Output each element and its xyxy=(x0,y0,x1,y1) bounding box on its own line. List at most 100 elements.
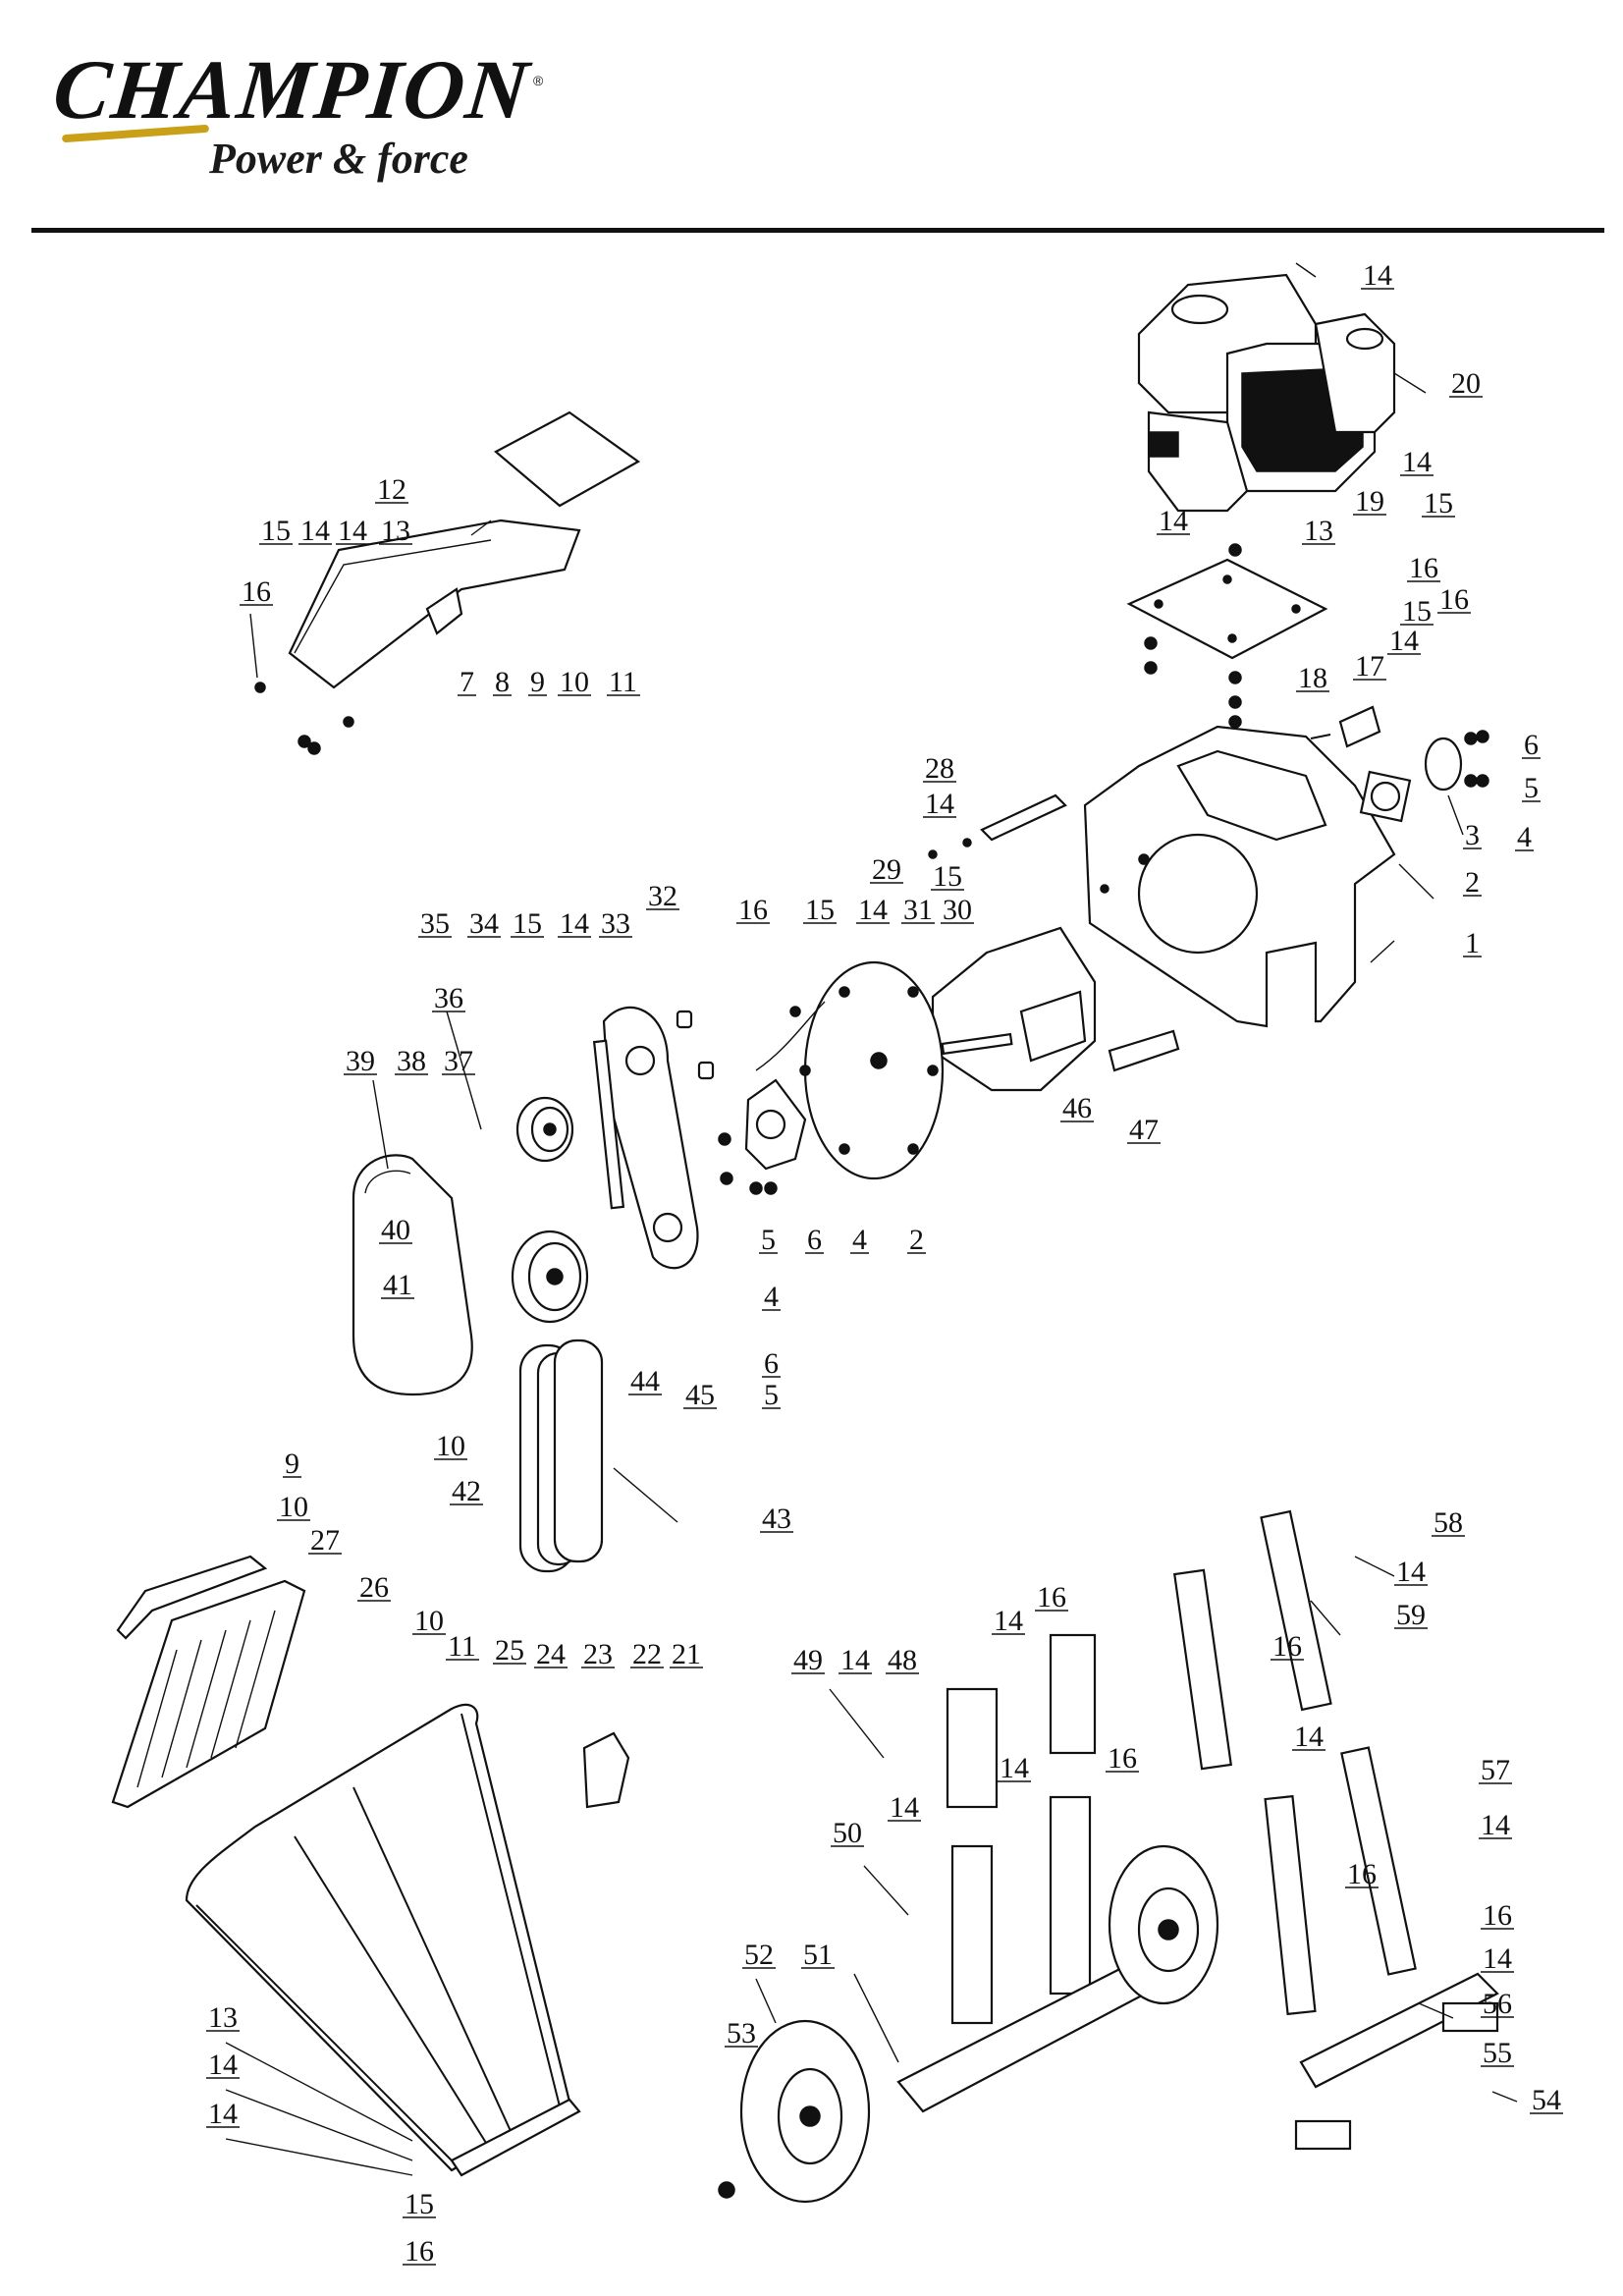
callout-36: 36 xyxy=(434,982,463,1014)
callout-38: 38 xyxy=(397,1045,426,1077)
callout-4: 4 xyxy=(764,1281,779,1313)
callout-51: 51 xyxy=(803,1939,833,1971)
callout-24: 24 xyxy=(536,1638,566,1670)
bearing-front xyxy=(718,1078,807,1195)
callout-20: 20 xyxy=(1451,367,1481,400)
logo-registered-mark: ® xyxy=(533,73,544,88)
callout-13: 13 xyxy=(1304,515,1333,547)
callout-27: 27 xyxy=(310,1524,340,1557)
callout-14: 14 xyxy=(925,788,954,820)
callout-14: 14 xyxy=(858,894,888,926)
wheel-axle-assembly xyxy=(718,1633,1219,2204)
support-legs xyxy=(1172,1509,1499,2151)
callout-49: 49 xyxy=(793,1644,823,1676)
callout-34: 34 xyxy=(469,907,499,940)
callout-28: 28 xyxy=(925,752,954,785)
callout-14: 14 xyxy=(560,907,589,940)
callout-14: 14 xyxy=(1483,1942,1512,1975)
callout-14: 14 xyxy=(1402,446,1432,478)
callout-16: 16 xyxy=(1347,1858,1377,1890)
callout-9: 9 xyxy=(530,666,545,698)
callout-30: 30 xyxy=(943,894,972,926)
callout-48: 48 xyxy=(888,1644,917,1676)
callout-26: 26 xyxy=(359,1571,389,1604)
callout-41: 41 xyxy=(383,1269,412,1301)
callout-11: 11 xyxy=(609,666,637,698)
callout-7: 7 xyxy=(460,666,474,698)
drum-and-knife xyxy=(928,793,1180,1092)
callout-14: 14 xyxy=(840,1644,870,1676)
callout-47: 47 xyxy=(1129,1114,1159,1146)
callout-6: 6 xyxy=(807,1224,822,1256)
callout-43: 43 xyxy=(762,1503,791,1535)
callout-14: 14 xyxy=(994,1605,1023,1637)
pulley-assembly xyxy=(511,1006,715,1324)
callout-25: 25 xyxy=(495,1634,524,1667)
callout-5: 5 xyxy=(1524,772,1539,804)
callout-23: 23 xyxy=(583,1638,613,1670)
callout-54: 54 xyxy=(1532,2084,1561,2116)
callout-14: 14 xyxy=(1294,1721,1324,1753)
callout-46: 46 xyxy=(1062,1092,1092,1124)
callout-1: 1 xyxy=(1465,927,1480,959)
callout-50: 50 xyxy=(833,1817,862,1849)
v-belts xyxy=(518,1339,604,1573)
hopper-cover xyxy=(254,410,641,755)
callout-15: 15 xyxy=(513,907,542,940)
callout-11: 11 xyxy=(448,1630,476,1663)
callout-14: 14 xyxy=(1389,625,1419,657)
callout-16: 16 xyxy=(1272,1630,1302,1663)
housing-frame xyxy=(1083,705,1489,1028)
callout-13: 13 xyxy=(381,515,410,547)
callout-14: 14 xyxy=(1000,1752,1029,1784)
callout-33: 33 xyxy=(601,907,630,940)
callout-10: 10 xyxy=(436,1430,465,1462)
callout-15: 15 xyxy=(1402,595,1432,628)
belt-guard xyxy=(352,1154,473,1396)
callout-9: 9 xyxy=(285,1448,299,1480)
callout-52: 52 xyxy=(744,1939,774,1971)
callout-14: 14 xyxy=(208,2098,238,2130)
callout-16: 16 xyxy=(242,575,271,608)
callout-19: 19 xyxy=(1355,485,1384,518)
callout-39: 39 xyxy=(346,1045,375,1077)
callout-14: 14 xyxy=(890,1791,919,1824)
callout-10: 10 xyxy=(560,666,589,698)
callout-22: 22 xyxy=(632,1638,662,1670)
callout-56: 56 xyxy=(1483,1988,1512,2020)
callout-14: 14 xyxy=(1396,1556,1426,1588)
callout-15: 15 xyxy=(933,860,962,893)
leader-lines xyxy=(225,262,1518,2176)
callout-17: 17 xyxy=(1355,650,1384,683)
callout-57: 57 xyxy=(1481,1754,1510,1786)
callout-15: 15 xyxy=(405,2188,434,2220)
feed-hopper xyxy=(185,1703,630,2177)
callout-16: 16 xyxy=(738,894,768,926)
champion-logo: CHAMPION ® Power & force xyxy=(49,42,565,194)
callout-10: 10 xyxy=(414,1605,444,1637)
callout-16: 16 xyxy=(1409,552,1438,584)
callout-14: 14 xyxy=(208,2049,238,2081)
callout-15: 15 xyxy=(1424,487,1453,519)
callout-45: 45 xyxy=(685,1379,715,1411)
cutting-disc xyxy=(789,960,945,1180)
callout-4: 4 xyxy=(852,1224,867,1256)
callout-10: 10 xyxy=(279,1491,308,1523)
callout-16: 16 xyxy=(1439,583,1469,616)
callout-14: 14 xyxy=(338,515,367,547)
callout-18: 18 xyxy=(1298,662,1327,694)
callout-29: 29 xyxy=(872,853,901,886)
callout-12: 12 xyxy=(377,473,406,506)
callout-6: 6 xyxy=(764,1347,779,1380)
callout-35: 35 xyxy=(420,907,450,940)
callout-14: 14 xyxy=(1363,259,1392,292)
callout-5: 5 xyxy=(761,1224,776,1256)
callout-40: 40 xyxy=(381,1214,410,1246)
callout-21: 21 xyxy=(672,1638,701,1670)
callout-42: 42 xyxy=(452,1475,481,1507)
callout-13: 13 xyxy=(208,2001,238,2034)
callout-32: 32 xyxy=(648,880,677,912)
callout-53: 53 xyxy=(727,2017,756,2050)
callout-4: 4 xyxy=(1517,821,1532,853)
